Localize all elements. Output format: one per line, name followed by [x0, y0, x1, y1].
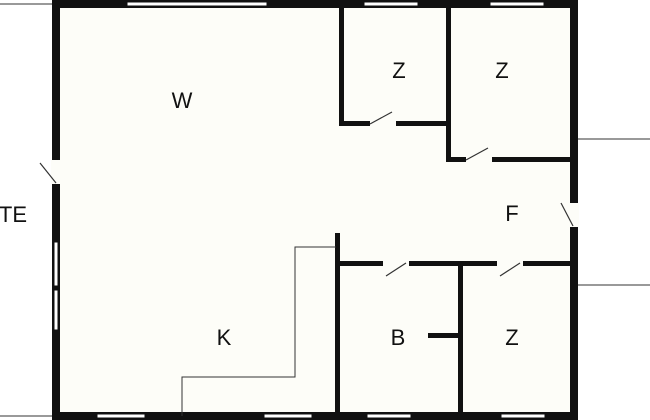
windows [53, 1, 546, 419]
wall-line [458, 261, 463, 416]
room-label-living: W [172, 88, 193, 113]
door-opening [370, 119, 396, 128]
wall-line [446, 157, 574, 162]
door-opening [497, 259, 523, 268]
door-swing-icon [465, 147, 489, 161]
window-icon [489, 1, 545, 7]
door-opening [51, 160, 61, 184]
window-icon [500, 413, 546, 419]
door-swing-icon [385, 262, 407, 277]
window-icon [126, 1, 268, 7]
wall-line [446, 4, 451, 162]
door-swing-icon [39, 162, 57, 184]
room-label-bedroom-1: Z [392, 58, 405, 83]
window-icon [263, 413, 313, 419]
window-icon [366, 413, 412, 419]
kitchen-counter-line [181, 246, 336, 416]
wall-line [52, 0, 60, 420]
wall-line [339, 4, 344, 126]
wall-line [52, 0, 578, 8]
door-swing-icon [560, 202, 574, 227]
wall-line [335, 261, 574, 266]
door-opening [383, 259, 409, 268]
room-labels: TE W Z Z F K B Z [0, 58, 519, 350]
room-label-terrace: TE [0, 202, 27, 227]
window-icon [363, 1, 419, 7]
door-swing-icon [369, 111, 393, 125]
wall-line [428, 333, 461, 338]
window-icon [96, 413, 146, 419]
room-label-kitchen: K [217, 325, 232, 350]
door-opening [466, 155, 492, 164]
entrance-porch-area [575, 138, 650, 286]
room-label-bedroom-3: Z [505, 325, 518, 350]
room-label-hall: F [505, 201, 518, 226]
room-label-bathroom: B [391, 325, 406, 350]
door-opening [568, 203, 579, 227]
wall-line [335, 233, 340, 416]
interior-floor [56, 4, 574, 416]
window-icon [53, 241, 59, 287]
wall-line [52, 412, 578, 420]
room-label-bedroom-2: Z [495, 58, 508, 83]
door-swing-icon [499, 262, 521, 277]
terrace-area [0, 0, 55, 420]
window-icon [53, 289, 59, 331]
doors [39, 111, 579, 277]
